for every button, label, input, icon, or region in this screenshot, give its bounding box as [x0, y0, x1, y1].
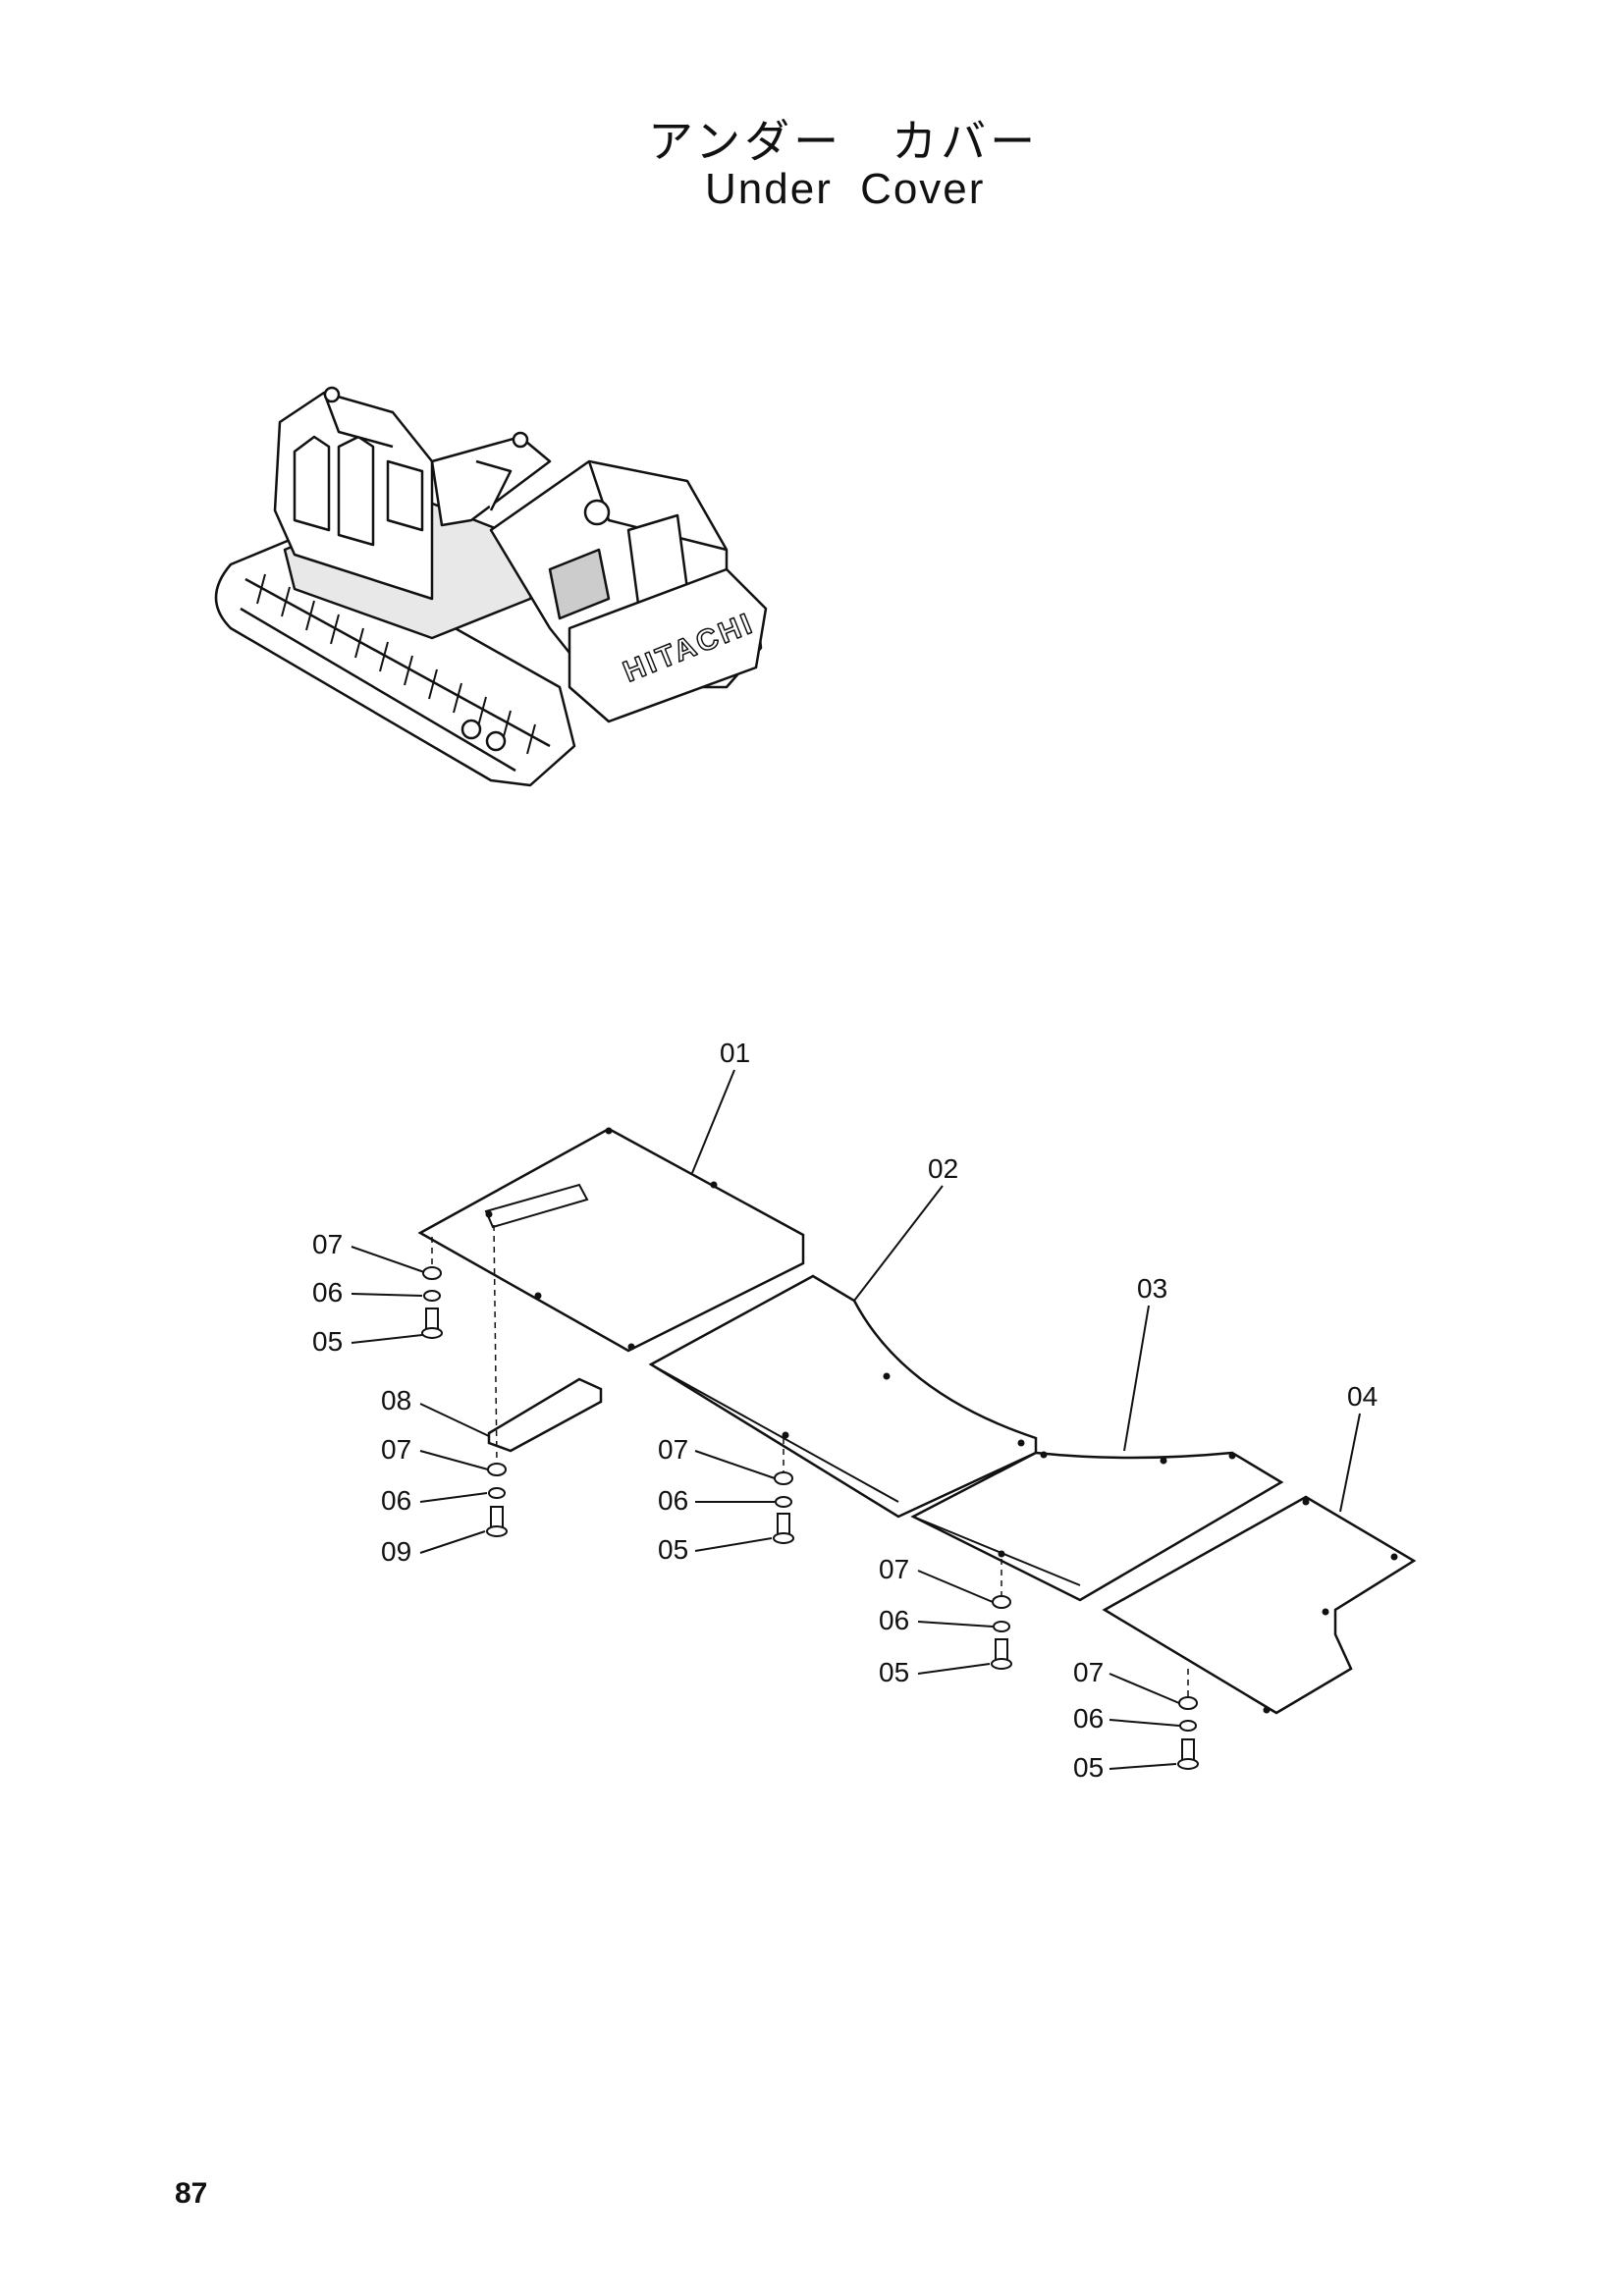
cover-01-opening	[484, 1183, 589, 1229]
callout-05: 05	[1073, 1752, 1104, 1783]
callout-04: 04	[1347, 1381, 1378, 1412]
callout-02: 02	[928, 1153, 958, 1184]
cover-plates	[417, 1127, 1417, 1715]
callout-09: 09	[381, 1536, 411, 1567]
callout-08: 08	[381, 1385, 411, 1415]
callout-03: 03	[1137, 1273, 1167, 1304]
cover-plate-04	[1102, 1495, 1417, 1715]
bracket-08	[487, 1377, 603, 1453]
callout-07: 07	[381, 1434, 411, 1465]
callout-05: 05	[312, 1326, 343, 1357]
page-number: 87	[175, 2177, 208, 2210]
callout-01: 01	[720, 1038, 750, 1068]
callout-07: 07	[879, 1554, 909, 1584]
callout-07: 07	[312, 1229, 343, 1259]
callout-06: 06	[381, 1485, 411, 1516]
callout-labels: 01 02 03 04 07 06 05 08 07 06 09 07 06 0…	[312, 1038, 1378, 1783]
callout-06: 06	[312, 1277, 343, 1308]
excavator-illustration: HITACHI	[214, 386, 768, 787]
callout-06: 06	[1073, 1703, 1104, 1734]
leader-lines	[351, 1069, 1361, 1770]
fasteners	[421, 1266, 1199, 1770]
title-english: Under Cover	[705, 165, 986, 213]
title-japanese: アンダー カバー	[648, 115, 1040, 168]
alignment-lines	[431, 1224, 1189, 1697]
cover-plate-01	[417, 1127, 805, 1353]
callout-07: 07	[658, 1434, 688, 1465]
callout-05: 05	[879, 1657, 909, 1687]
callout-07: 07	[1073, 1657, 1104, 1687]
cover-plate-02	[648, 1274, 1038, 1519]
callout-06: 06	[879, 1605, 909, 1635]
callout-06: 06	[658, 1485, 688, 1516]
callout-05: 05	[658, 1534, 688, 1565]
